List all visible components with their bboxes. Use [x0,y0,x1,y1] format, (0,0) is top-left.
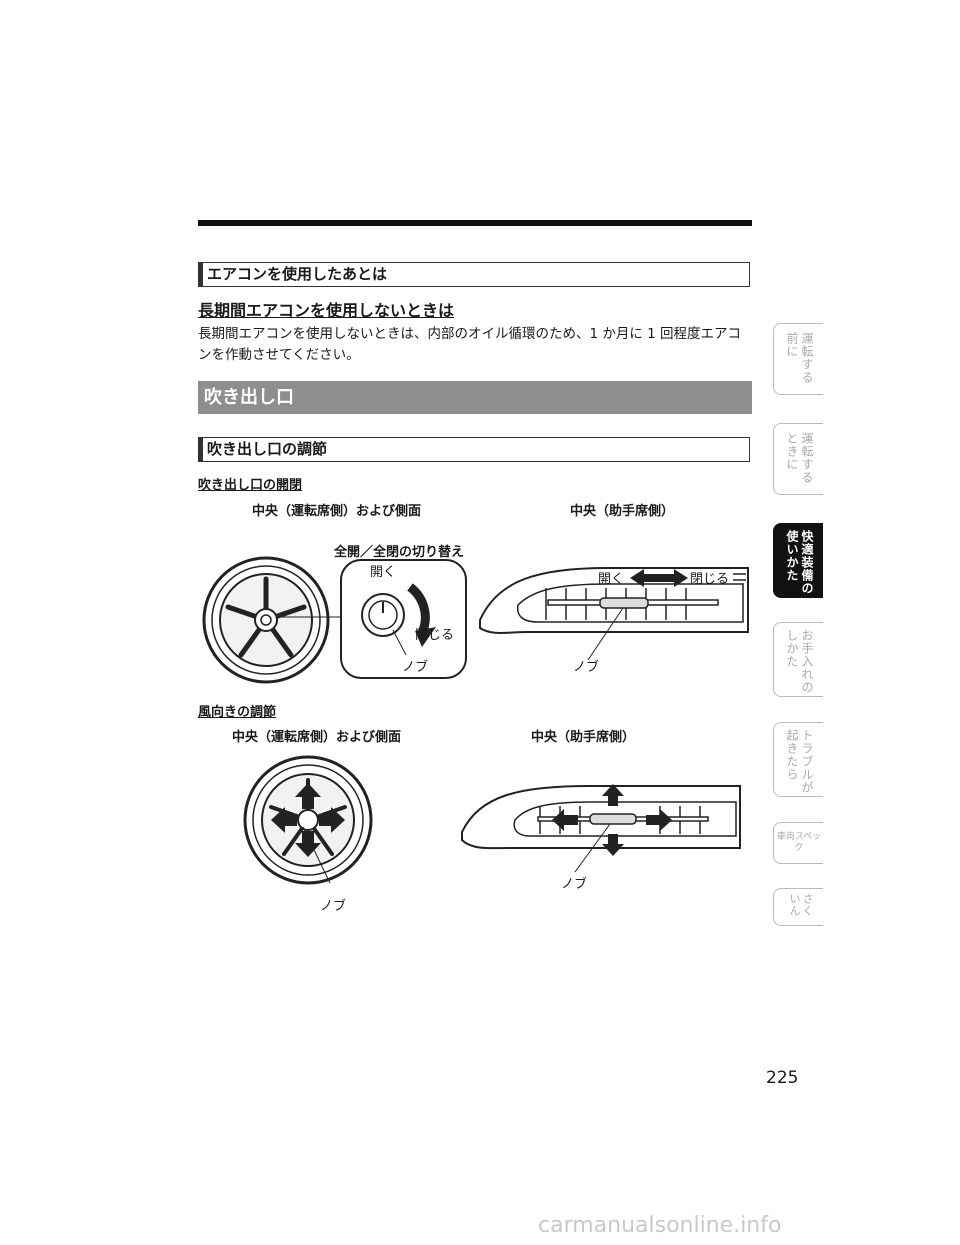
knob-label-open-left: ノブ [402,660,429,675]
side-tab-comfort-equipment[interactable]: 快適装備の使いかた [773,523,823,598]
zoom-callout [340,559,467,679]
round-vent-direction-illustration [243,755,373,885]
side-tab-label: 運転する前に [785,332,814,384]
section-banner: 吹き出し口 [198,381,752,414]
caption-passenger-side: 中央（助手席側） [570,504,675,519]
open-close-heading: 吹き出し口の開閉 [198,478,303,493]
section-box-title: エアコンを使用したあとは [198,262,750,287]
side-tab-index[interactable]: さくいん [773,888,823,926]
side-tab-label: トラブルが起きたら [785,729,814,794]
watermark: carmanualsonline.info [538,1213,782,1238]
side-tab-while-driving[interactable]: 運転するときに [773,423,823,495]
side-tab-label: お手入れのしかた [785,629,814,694]
side-tab-label: さくいん [788,893,814,917]
body-text: 長期間エアコンを使用しないときは、内部のオイル循環のため、1 か月に 1 回程度… [198,324,754,366]
section-box-title-2: 吹き出し口の調節 [198,437,750,462]
knob-label-dir-right: ノブ [561,877,588,892]
direction-caption-passenger: 中央（助手席側） [531,730,636,745]
subheading: 長期間エアコンを使用しないときは [198,301,455,320]
side-tab-before-driving[interactable]: 運転する前に [773,323,823,395]
round-vent-open-close-illustration [202,556,467,684]
caption-driver-side: 中央（運転席側）および側面 [252,504,422,519]
direction-heading: 風向きの調節 [198,705,277,720]
switch-label: 全開／全閉の切り替え [334,545,465,560]
body-line-1: 長期間エアコンを使用しないときは、内部のオイル循環のため、1 か月に 1 回程度… [198,326,742,342]
side-tab-label: 快適装備の使いかた [785,530,814,595]
side-tab-trouble[interactable]: トラブルが起きたら [773,722,823,797]
open-label: 開く [370,565,397,580]
side-tab-label: 車両スペック [776,832,822,853]
side-tab-label: 運転するときに [785,432,814,484]
page-number: 225 [766,1068,799,1088]
top-rule [198,220,752,226]
side-tab-maintenance[interactable]: お手入れのしかた [773,622,823,697]
direction-caption-driver: 中央（運転席側）および側面 [232,730,402,745]
slim-vent-direction-illustration [461,784,741,873]
right-open-label: 開く [598,572,625,587]
side-tab-specs[interactable]: 車両スペック [773,822,823,864]
right-close-label: 閉じる [690,572,730,587]
body-line-2: ンを作動させてください。 [198,347,360,363]
round-vent [202,556,330,684]
close-label: 閉じる [415,628,455,643]
knob-label-open-right: ノブ [573,660,600,675]
knob-label-dir-left: ノブ [320,899,347,914]
slim-vent-open-close-illustration [479,567,749,661]
